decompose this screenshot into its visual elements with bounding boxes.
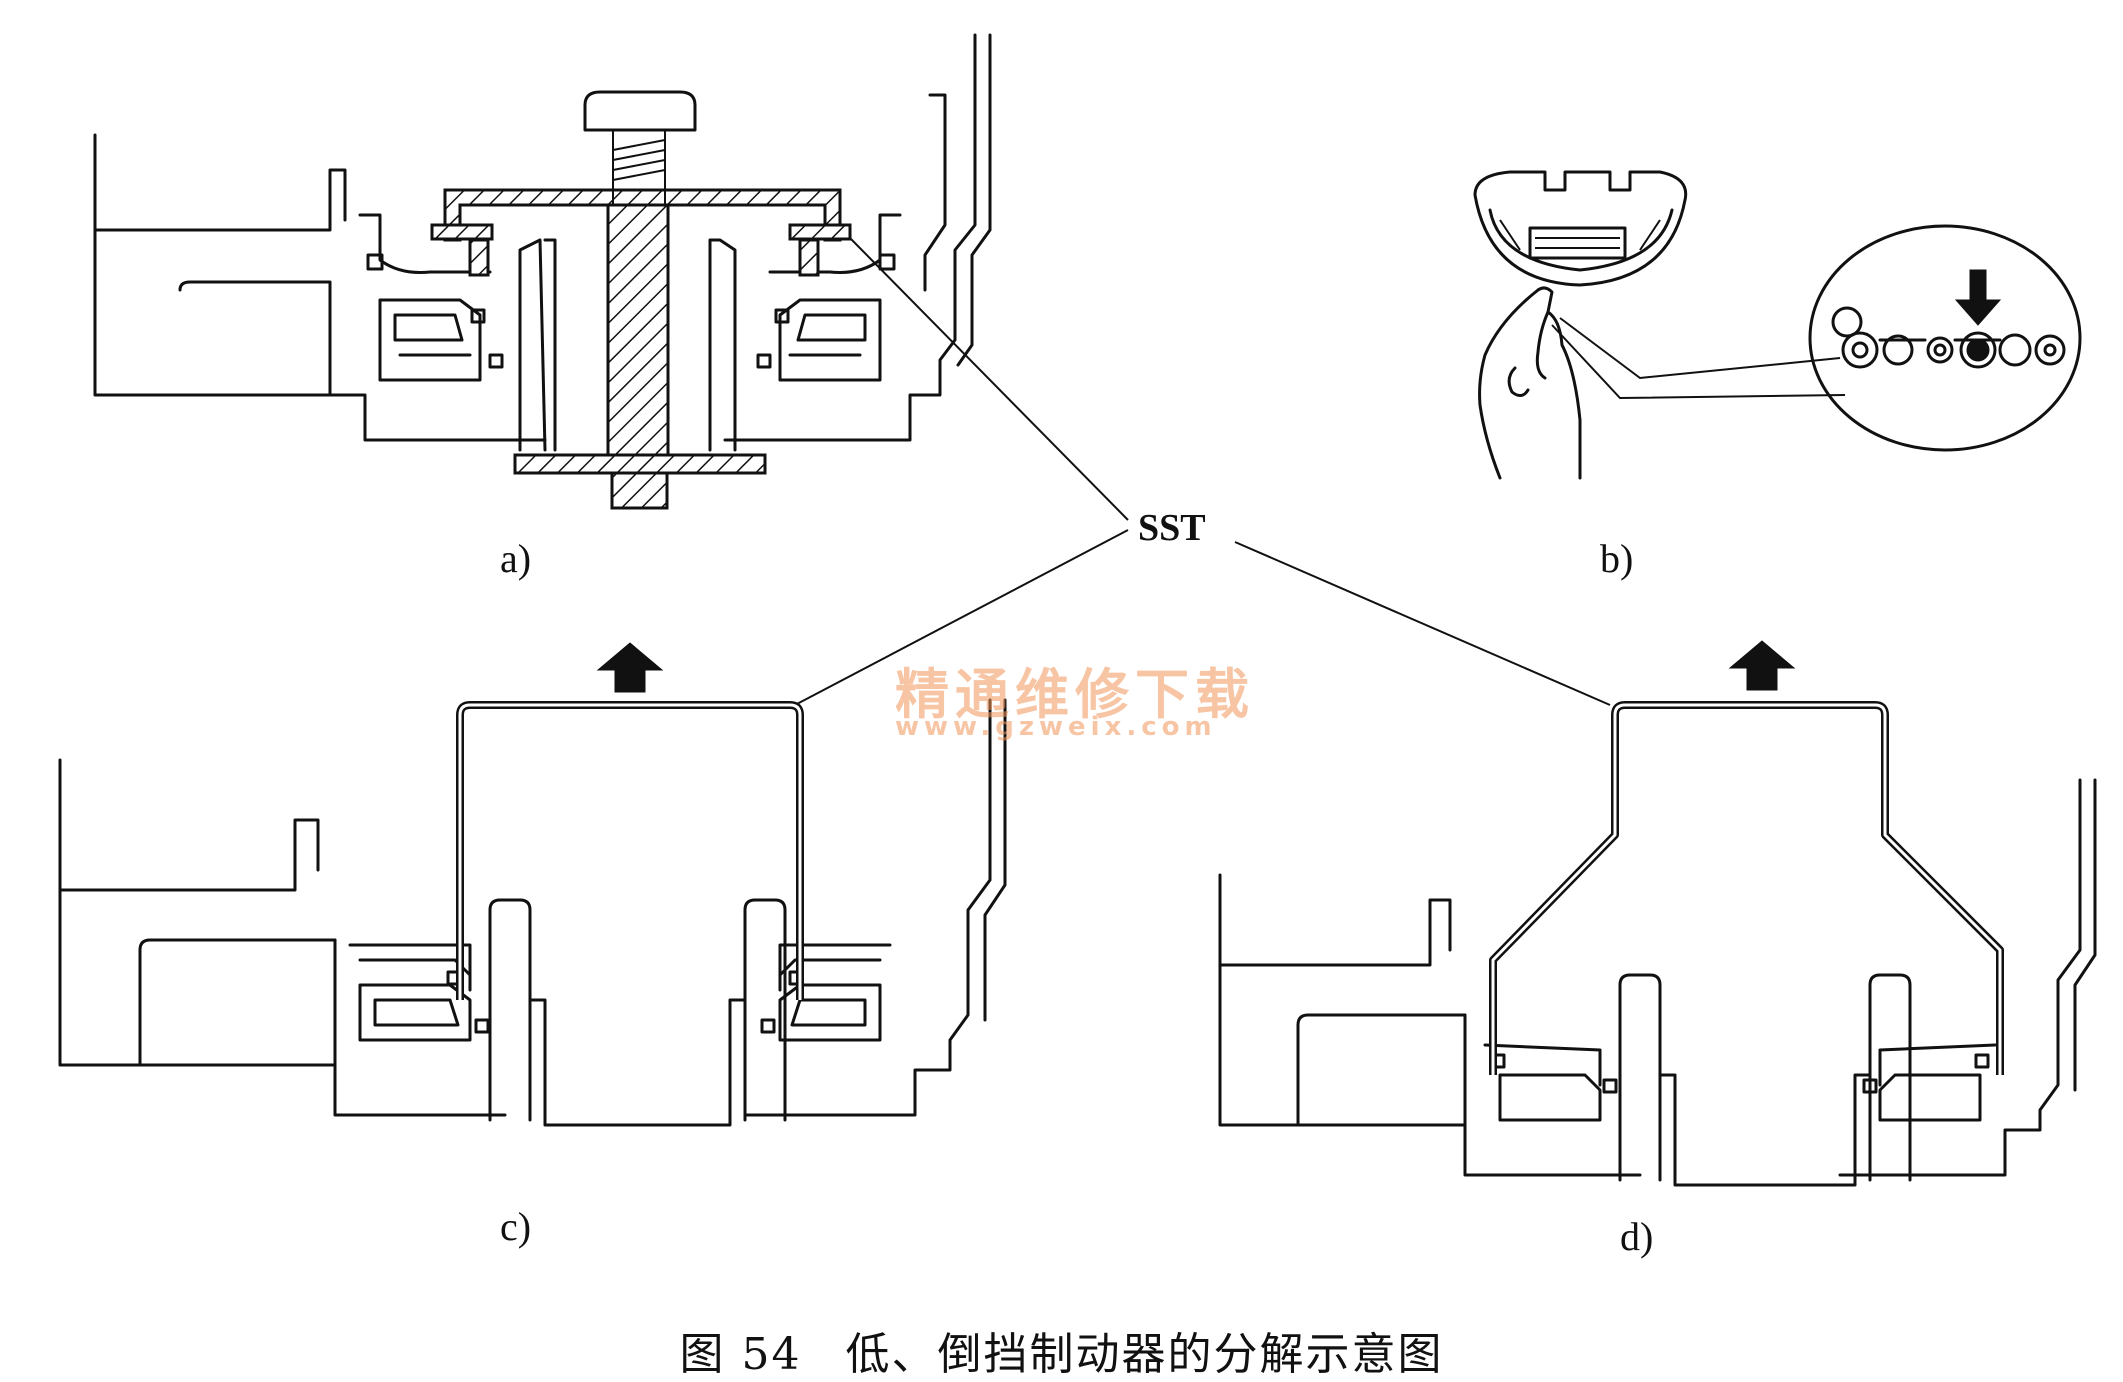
panel-label-b: b) [1600,536,1633,581]
down-arrow-icon [1954,269,2002,326]
panel-label-c: c) [500,1204,531,1249]
up-arrow-icon [1728,640,1796,691]
figure-caption: 图 54 低、倒挡制动器的分解示意图 [0,1318,2123,1382]
caption-title: 低、倒挡制动器的分解示意图 [845,1329,1444,1380]
watermark-text: 精通维修下载 [895,663,1255,726]
panel-label-d: d) [1620,1214,1653,1259]
caption-number: 图 54 [679,1329,802,1380]
panel-label-a: a) [500,536,531,581]
panel-d: d) [1218,640,2097,1259]
sst-label: SST [1138,507,1206,549]
hand-icon [1478,286,1582,480]
up-arrow-icon [596,642,664,693]
panel-a: a) [93,33,992,581]
sst-callout: SST [794,237,1611,706]
watermark-url: www.gzweix.com [895,712,1217,742]
panel-c: c) [58,642,1007,1249]
panel-b: b) [1473,170,2082,581]
